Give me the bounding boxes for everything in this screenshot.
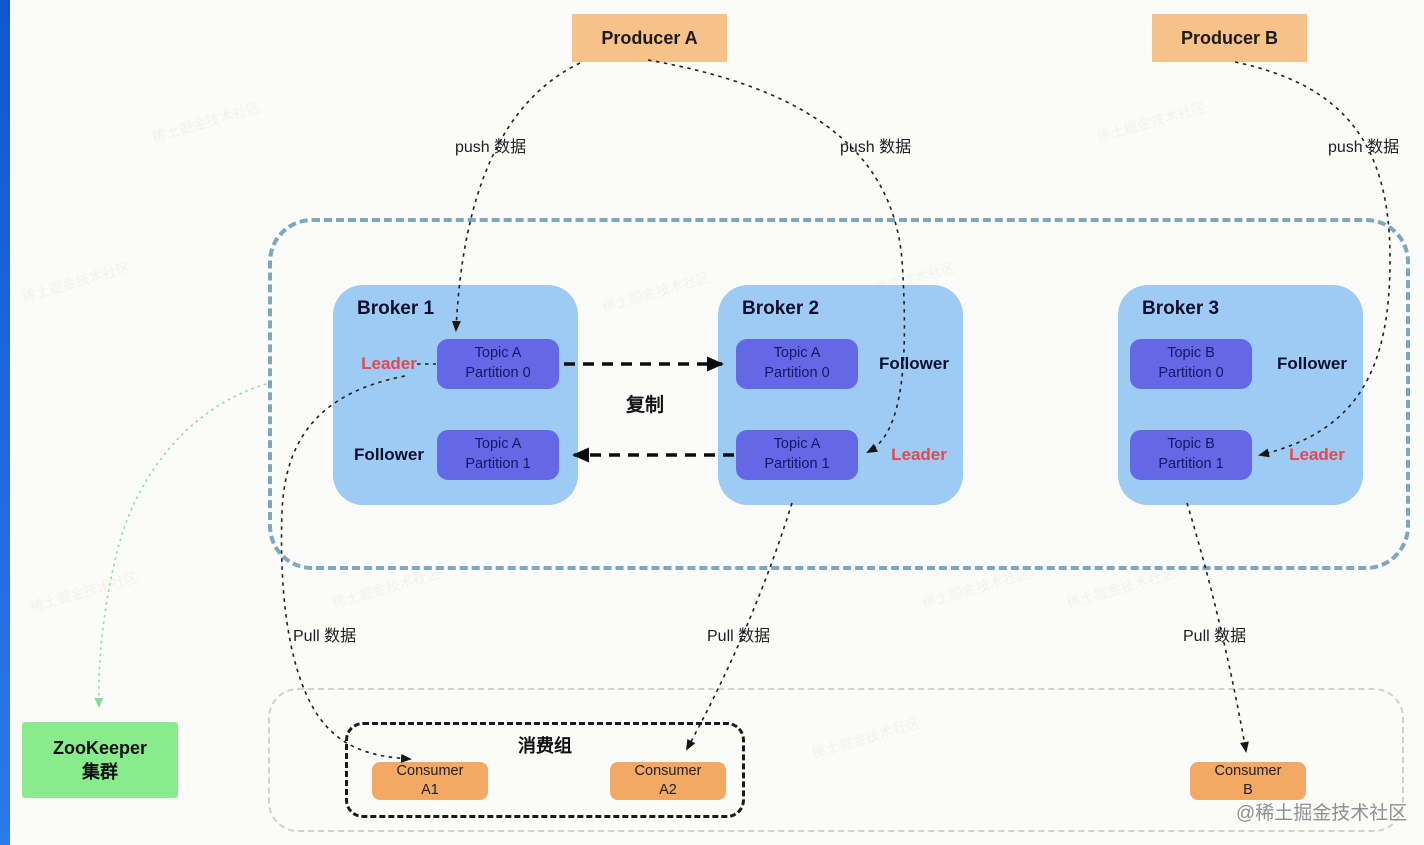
consumer-label-line2: A1 xyxy=(421,782,439,798)
broker-1-partition-topic-a-0: Topic A Partition 0 xyxy=(437,339,559,389)
zookeeper-label-line2: 集群 xyxy=(82,762,118,782)
producer-a-box: Producer A xyxy=(572,14,727,62)
consumer-label-line2: A2 xyxy=(659,782,677,798)
watermark-text: 稀土掘金技术社区 xyxy=(27,568,141,616)
watermark-corner: @稀土掘金技术社区 xyxy=(1236,803,1408,824)
consumer-group-title: 消费组 xyxy=(518,736,572,756)
partition-topic: Topic A xyxy=(474,345,522,362)
consumer-label-line2: B xyxy=(1243,782,1253,798)
watermark-text: 稀土掘金技术社区 xyxy=(329,564,443,612)
partition-topic: Topic B xyxy=(1167,345,1215,362)
pull-data-label-left: Pull 数据 xyxy=(293,628,357,645)
partition-topic: Topic A xyxy=(773,345,821,362)
push-data-label-left: push 数据 xyxy=(455,139,527,156)
broker-3-follower-label: Follower xyxy=(1277,354,1347,373)
producer-b-label: Producer B xyxy=(1180,27,1279,48)
consumer-label-line1: Consumer xyxy=(1214,763,1282,780)
broker-1: Broker 1 Leader Topic A Partition 0 Foll… xyxy=(333,285,578,505)
partition-topic: Topic A xyxy=(773,436,821,453)
zookeeper-cluster-box: ZooKeeper 集群 xyxy=(22,722,178,798)
arrow-cluster-to-zookeeper xyxy=(94,383,267,708)
broker-2: Broker 2 Topic A Partition 0 Follower To… xyxy=(718,285,963,505)
producer-a-label: Producer A xyxy=(601,27,698,48)
watermark-text: 稀土掘金技术社区 xyxy=(1094,98,1208,146)
consumer-area-boundary xyxy=(268,688,1404,832)
watermark-text: 稀土掘金技术社区 xyxy=(19,258,133,306)
pull-data-label-middle: Pull 数据 xyxy=(707,628,771,645)
partition-number: Partition 0 xyxy=(465,365,531,381)
broker-2-partition-topic-a-0: Topic A Partition 0 xyxy=(736,339,858,389)
replicate-label: 复制 xyxy=(626,395,665,416)
watermark-text: 稀土掘金技术社区 xyxy=(149,98,263,146)
partition-number: Partition 1 xyxy=(764,456,830,472)
watermark-text: 稀土掘金技术社区 xyxy=(919,564,1033,612)
consumer-b-box: Consumer B xyxy=(1190,762,1306,800)
partition-topic: Topic A xyxy=(474,436,522,453)
push-data-label-middle: push 数据 xyxy=(840,139,912,156)
broker-3-partition-topic-b-1: Topic B Partition 1 xyxy=(1130,430,1252,480)
broker-2-title: Broker 2 xyxy=(742,298,820,319)
broker-2-leader-label: Leader xyxy=(891,445,947,464)
broker-3: Broker 3 Topic B Partition 0 Follower To… xyxy=(1118,285,1363,505)
broker-1-leader-label: Leader xyxy=(361,354,417,373)
pull-data-label-right: Pull 数据 xyxy=(1183,628,1247,645)
consumer-label-line1: Consumer xyxy=(396,763,464,780)
broker-2-follower-label: Follower xyxy=(879,354,949,373)
partition-number: Partition 1 xyxy=(1158,456,1224,472)
partition-number: Partition 0 xyxy=(764,365,830,381)
broker-1-partition-topic-a-1: Topic A Partition 1 xyxy=(437,430,559,480)
partition-topic: Topic B xyxy=(1167,436,1215,453)
broker-2-partition-topic-a-1: Topic A Partition 1 xyxy=(736,430,858,480)
broker-1-follower-label: Follower xyxy=(354,445,424,464)
consumer-a1-box: Consumer A1 xyxy=(372,762,488,800)
broker-3-title: Broker 3 xyxy=(1142,298,1220,319)
partition-number: Partition 1 xyxy=(465,456,531,472)
consumer-group-boundary: 消费组 xyxy=(345,722,745,818)
consumer-a2-box: Consumer A2 xyxy=(610,762,726,800)
broker-3-partition-topic-b-0: Topic B Partition 0 xyxy=(1130,339,1252,389)
consumer-label-line1: Consumer xyxy=(634,763,702,780)
broker-3-leader-label: Leader xyxy=(1289,445,1345,464)
left-accent-bar xyxy=(0,0,10,845)
producer-b-box: Producer B xyxy=(1152,14,1307,62)
watermark-text: 稀土掘金技术社区 xyxy=(1064,564,1178,612)
broker-1-title: Broker 1 xyxy=(357,298,435,319)
partition-number: Partition 0 xyxy=(1158,365,1224,381)
zookeeper-label-line1: ZooKeeper xyxy=(52,737,148,758)
push-data-label-right: push 数据 xyxy=(1328,139,1400,156)
